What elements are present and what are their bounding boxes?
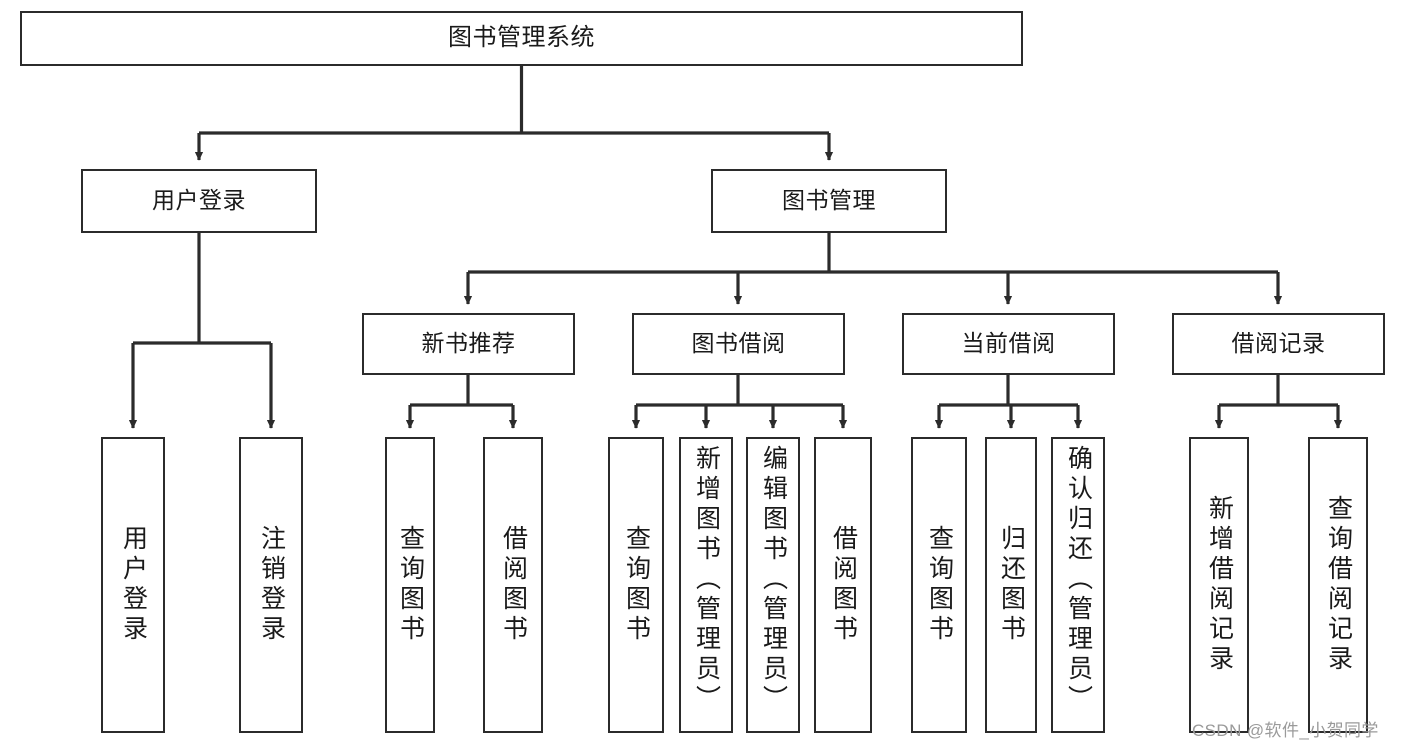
node-label: 归还图书 [997, 525, 1026, 645]
leaf-add-book-admin[interactable]: 新增图书（管理员） [679, 437, 733, 733]
node-root-system[interactable]: 图书管理系统 [20, 11, 1023, 66]
leaf-logout[interactable]: 注销登录 [239, 437, 303, 733]
node-label: 新增图书（管理员） [692, 445, 721, 715]
leaf-return-book[interactable]: 归还图书 [985, 437, 1037, 733]
leaf-edit-book-admin[interactable]: 编辑图书（管理员） [746, 437, 800, 733]
node-label: 图书管理系统 [448, 24, 595, 52]
leaf-user-login[interactable]: 用户登录 [101, 437, 165, 733]
node-label: 新书推荐 [421, 330, 516, 357]
node-label: 借阅图书 [829, 525, 858, 645]
node-current-borrowing[interactable]: 当前借阅 [902, 313, 1115, 375]
node-label: 借阅图书 [499, 525, 528, 645]
node-label: 查询图书 [925, 525, 954, 645]
node-label: 查询图书 [396, 525, 425, 645]
leaf-confirm-return-admin[interactable]: 确认归还（管理员） [1051, 437, 1105, 733]
node-label: 用户登录 [119, 525, 148, 645]
leaf-query-book-borrowing[interactable]: 查询图书 [608, 437, 664, 733]
leaf-borrow-book-recommendation[interactable]: 借阅图书 [483, 437, 543, 733]
node-label: 编辑图书（管理员） [759, 445, 788, 715]
node-book-management[interactable]: 图书管理 [711, 169, 947, 233]
node-label: 查询图书 [622, 525, 651, 645]
node-new-book-recommendation[interactable]: 新书推荐 [362, 313, 575, 375]
leaf-borrow-book-borrowing[interactable]: 借阅图书 [814, 437, 872, 733]
csdn-watermark: CSDN @软件_小贺同学 [1192, 721, 1379, 740]
node-label: 借阅记录 [1231, 330, 1326, 357]
node-label: 查询借阅记录 [1324, 495, 1353, 675]
leaf-query-book-current[interactable]: 查询图书 [911, 437, 967, 733]
node-label: 用户登录 [152, 187, 246, 214]
leaf-query-book-recommendation[interactable]: 查询图书 [385, 437, 435, 733]
node-label: 当前借阅 [961, 330, 1056, 357]
node-label: 新增借阅记录 [1205, 495, 1234, 675]
node-book-borrowing[interactable]: 图书借阅 [632, 313, 845, 375]
leaf-add-borrowing-record[interactable]: 新增借阅记录 [1189, 437, 1249, 733]
node-label: 注销登录 [257, 525, 286, 645]
node-user-login[interactable]: 用户登录 [81, 169, 317, 233]
node-label: 确认归还（管理员） [1064, 445, 1093, 715]
leaf-query-borrowing-record[interactable]: 查询借阅记录 [1308, 437, 1368, 733]
node-borrowing-record[interactable]: 借阅记录 [1172, 313, 1385, 375]
node-label: 图书借阅 [691, 330, 786, 357]
node-label: 图书管理 [782, 187, 876, 214]
